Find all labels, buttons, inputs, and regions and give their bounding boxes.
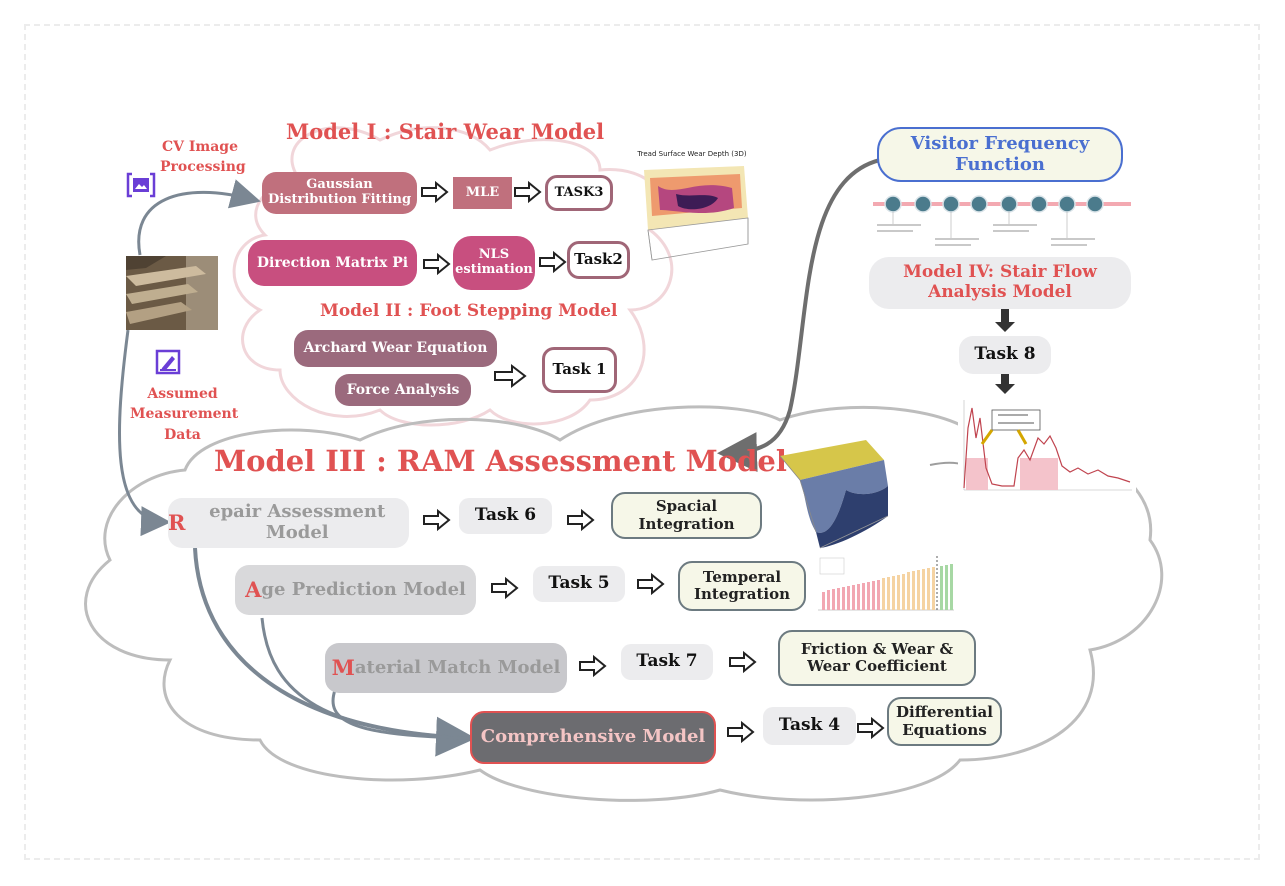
- arrow-mle-task3: [514, 180, 542, 204]
- visitor-frequency-box: Visitor Frequency Function: [877, 127, 1123, 182]
- arrow-age-task5: [491, 576, 519, 600]
- material-to-comprehensive: [331, 689, 469, 740]
- tread-surface-title: Tread Surface Wear Depth (3D): [636, 150, 746, 158]
- arrow-direction-nls: [423, 252, 451, 276]
- tread-surface-3d-plot: Tread Surface Wear Depth (3D): [636, 150, 749, 261]
- model4-title-box: Model IV: Stair Flow Analysis Model: [869, 257, 1131, 309]
- temperal-integration-box: Temperal Integration: [678, 561, 806, 611]
- cv-image-processing-label: CV Image Processing: [160, 139, 246, 175]
- edit-data-icon: [155, 349, 181, 375]
- arrow-task4-differential: [857, 716, 885, 740]
- age-to-comprehensive: [260, 617, 469, 740]
- down-arrow-2: [995, 372, 1015, 394]
- visitor-timeline: [873, 195, 1131, 246]
- arrow-task7-friction: [729, 650, 757, 674]
- task1-box: Task 1: [542, 347, 617, 393]
- age-initial: A: [245, 576, 262, 602]
- arrow-repair-task6: [423, 508, 451, 532]
- direction-matrix-box: Direction Matrix Pi: [248, 240, 417, 286]
- assumed-arrow: [117, 329, 171, 537]
- age-rest: ge Prediction Model: [261, 578, 466, 600]
- arrow-gaussian-mle: [421, 180, 449, 204]
- repair-initial: R: [168, 509, 186, 535]
- down-arrow-1: [995, 308, 1015, 332]
- stair-flow-chart: [958, 398, 1136, 496]
- model1-cloud: [232, 126, 674, 427]
- task8-box: Task 8: [959, 336, 1051, 374]
- differential-equations-box: Differential Equations: [887, 697, 1002, 746]
- model2-title: Model II : Foot Stepping Model: [320, 301, 618, 321]
- arrow-nls-task2: [539, 250, 567, 274]
- visitor-arrow: [717, 158, 881, 473]
- mle-box: MLE: [453, 177, 512, 209]
- spacial-integration-box: Spacial Integration: [611, 492, 762, 539]
- arrow-material-task7: [579, 654, 607, 678]
- repair-rest: epair Assessment Model: [209, 501, 386, 543]
- task2-box: Task2: [567, 241, 630, 279]
- diagram-frame: [24, 24, 1260, 860]
- spacial-3d-surface-plot: [779, 440, 889, 549]
- archard-wear-box: Archard Wear Equation: [294, 330, 497, 367]
- model1-title: Model I : Stair Wear Model: [286, 119, 605, 144]
- temperal-bar-chart: [818, 556, 954, 611]
- comprehensive-model-box: Comprehensive Model: [470, 711, 716, 764]
- task7-box: Task 7: [621, 644, 713, 680]
- arrow-force-task1: [494, 363, 527, 389]
- task5-box: Task 5: [533, 566, 625, 602]
- model3-cloud: [84, 405, 1164, 802]
- assumed-measurement-label: Assumed Measurement Data: [130, 386, 239, 443]
- material-rest: aterial Match Model: [354, 656, 561, 678]
- arrow-task6-spacial: [567, 508, 595, 532]
- stair-photo: [126, 256, 218, 330]
- flow-arrows: [421, 180, 885, 744]
- task4-box: Task 4: [763, 707, 856, 745]
- image-processing-icon: [126, 172, 156, 198]
- friction-wear-box: Friction & Wear & Wear Coefficient: [778, 630, 976, 686]
- task3-box: TASK3: [545, 175, 613, 211]
- task6-box: Task 6: [459, 498, 552, 534]
- nls-estimation-box: NLS estimation: [453, 236, 535, 290]
- arrow-task5-temperal: [637, 572, 665, 596]
- gaussian-fitting-box: Gaussian Distribution Fitting: [262, 172, 417, 214]
- cv-arrow: [137, 179, 261, 256]
- material-initial: M: [331, 654, 355, 680]
- force-analysis-box: Force Analysis: [335, 374, 471, 406]
- model3-title: Model III : RAM Assessment Model: [214, 444, 787, 478]
- arrow-comprehensive-task4: [727, 720, 755, 744]
